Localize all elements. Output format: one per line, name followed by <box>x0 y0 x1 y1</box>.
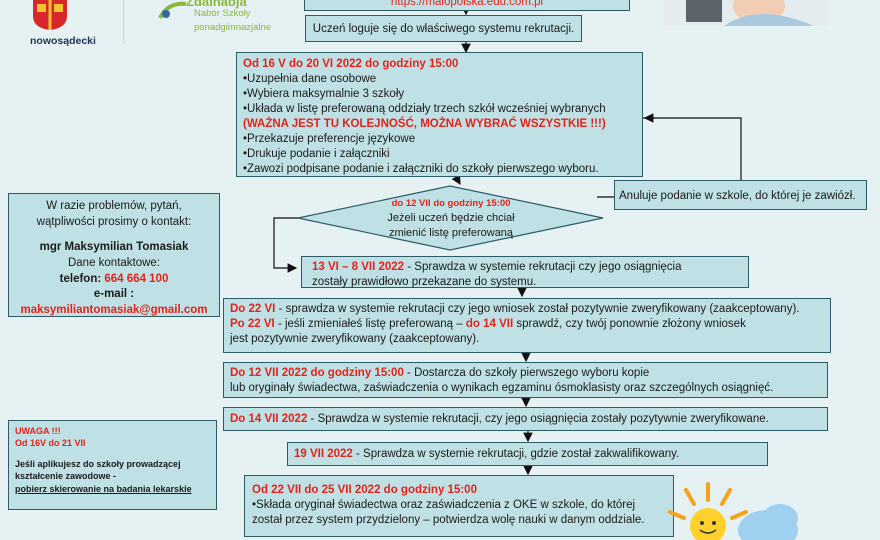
cancel-box: Anuluje podanie w szkole, do której je z… <box>614 180 867 210</box>
step6-date: 19 VII 2022 <box>294 448 353 460</box>
contact-box: W razie problemów, pytań, wątpliwości pr… <box>8 193 220 317</box>
step7-box: Od 22 VII do 25 VII 2022 do godziny 15:0… <box>244 475 674 537</box>
step1-item: •Zawozi podpisane podanie i załączniki d… <box>243 162 599 175</box>
sun-cloud-icon <box>668 482 798 540</box>
contact-phone[interactable]: 664 664 100 <box>104 272 169 285</box>
step2-date: 13 VI – 8 VII 2022 <box>312 261 405 273</box>
recruitment-logo-subtitle: Nabór Szkoły ponadgimnazjalne <box>194 8 272 34</box>
contact-name: mgr Maksymilian Tomasiak <box>39 241 189 254</box>
recruitment-logo-icon <box>158 1 187 19</box>
step1-item: •Drukuje podanie i załączniki <box>243 147 390 160</box>
step1-item: •Wybiera maksymalnie 3 szkoły <box>243 87 405 100</box>
contact-email-link[interactable]: maksymiliantomasiak@gmail.com <box>20 303 208 316</box>
step4-box: Do 12 VII 2022 do godziny 15:00 - Dostar… <box>223 362 828 398</box>
decision-text: do 12 VII do godziny 15:00 Jeżeli uczeń … <box>356 198 546 241</box>
step3-date: Do 22 VI <box>230 303 276 315</box>
login-box: Uczeń loguje się do właściwego systemu r… <box>305 15 582 42</box>
county-logo-label: nowosądecki <box>30 35 96 47</box>
step4-date: Do 12 VII 2022 do godziny 15:00 <box>230 367 404 379</box>
step1-date: Od 16 V do 20 VI 2022 do godziny 15:00 <box>243 58 459 70</box>
step7-date: Od 22 VII do 25 VII 2022 do godziny 15:0… <box>252 484 477 496</box>
step2-box: 13 VI – 8 VII 2022 - Sprawdza w systemie… <box>301 256 749 288</box>
step3-box: Do 22 VI - sprawdza w systemie rekrutacj… <box>223 298 831 353</box>
warning-box: UWAGA !!! Od 16V do 21 VII Jeśli aplikuj… <box>8 420 217 510</box>
step6-box: 19 VII 2022 - Sprawdza w systemie rekrut… <box>287 442 768 466</box>
step1-item: •Przekazuje preferencje językowe <box>243 132 416 145</box>
recruitment-url-link[interactable]: https://malopolska.edu.com.pl <box>390 0 544 8</box>
step1-item: •Układa w listę preferowaną oddziały trz… <box>243 102 606 115</box>
step1-item: •Uzupełnia dane osobowe <box>243 72 377 85</box>
decision-date: do 12 VII do godziny 15:00 <box>391 198 511 209</box>
warning-title: UWAGA !!! <box>15 426 61 436</box>
coat-of-arms-icon <box>33 0 67 30</box>
recruitment-logo-title: Zdalnaoja <box>186 0 247 9</box>
logo-divider <box>123 0 124 44</box>
step1-warning: (WAŻNA JEST TU KOLEJNOŚĆ, MOŻNA WYBRAĆ W… <box>243 117 606 130</box>
step5-box: Do 14 VII 2022 - Sprawdza w systemie rek… <box>223 407 828 431</box>
url-box: https://malopolska.edu.com.pl <box>304 0 630 11</box>
student-photo <box>664 0 829 26</box>
step5-date: Do 14 VII 2022 <box>230 413 308 425</box>
step1-box: Od 16 V do 20 VI 2022 do godziny 15:00 •… <box>236 52 643 177</box>
